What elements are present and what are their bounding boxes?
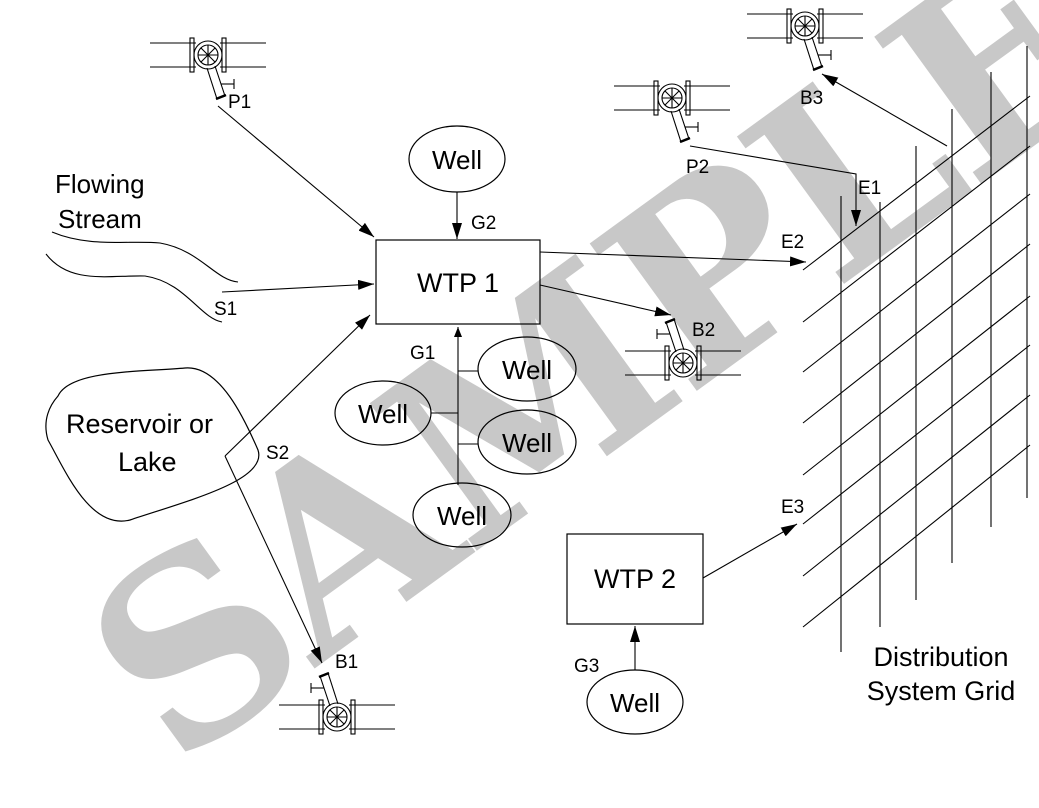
flowing-stream: Flowing Stream xyxy=(45,169,239,323)
flow-wtp1-to-e2 xyxy=(539,251,807,267)
well-label: Well xyxy=(432,145,482,175)
pump-p1 xyxy=(148,36,268,101)
label-b2: B2 xyxy=(692,320,715,341)
label-e1: E1 xyxy=(858,178,881,199)
label-e2: E2 xyxy=(781,232,804,253)
grid-label-line1: Distribution xyxy=(873,642,1008,672)
flow-p1-to-wtp1 xyxy=(217,105,375,238)
well-label: Well xyxy=(358,399,408,429)
flow-wtp2-to-e3 xyxy=(702,523,798,579)
flow-p2-to-e1 xyxy=(689,145,861,226)
well-label: Well xyxy=(610,688,660,718)
flow-grid-to-b3 xyxy=(821,73,948,147)
stream-label-line1: Flowing xyxy=(55,169,145,199)
flow-s1-to-wtp1 xyxy=(221,279,375,293)
grid-diagonal-line xyxy=(802,394,1031,577)
label-b1: B1 xyxy=(335,652,358,673)
well-g2: Well xyxy=(408,125,506,193)
well-label: Well xyxy=(437,501,487,531)
g1-collector xyxy=(431,327,478,485)
well-g1-b: Well xyxy=(334,380,432,446)
stream-label-line2: Stream xyxy=(58,204,142,234)
wtp1-box: WTP 1 xyxy=(375,239,541,325)
grid-label-line2: System Grid xyxy=(867,676,1016,706)
label-s2: S2 xyxy=(266,443,289,464)
well-g1-c: Well xyxy=(477,409,577,475)
label-g2: G2 xyxy=(471,213,496,234)
flow-wtp1-to-b2 xyxy=(539,284,672,317)
reservoir-label-line2: Lake xyxy=(118,447,177,477)
grid-diagonal-line xyxy=(802,95,1031,271)
reservoir-or-lake: Reservoir or Lake xyxy=(45,367,260,522)
label-p2: P2 xyxy=(686,157,709,178)
wtp1-label: WTP 1 xyxy=(417,268,499,298)
reservoir-label-line1: Reservoir or xyxy=(66,409,213,439)
flow-s2-to-wtp1 xyxy=(224,314,371,457)
label-b3: B3 xyxy=(800,88,823,109)
well-g1-a: Well xyxy=(477,336,577,402)
distribution-grid xyxy=(802,46,1031,652)
wtp2-label: WTP 2 xyxy=(594,564,676,594)
label-g3: G3 xyxy=(574,656,599,677)
label-g1: G1 xyxy=(410,343,435,364)
well-g3: Well xyxy=(586,669,684,735)
well-g1-d: Well xyxy=(412,482,512,548)
label-p1: P1 xyxy=(228,92,251,113)
flow-s2-to-b1 xyxy=(224,455,323,664)
grid-diagonal-line xyxy=(802,444,1031,628)
grid-diagonal-line xyxy=(802,243,1031,424)
grid-diagonal-line xyxy=(802,344,1031,525)
grid-diagonal-line xyxy=(802,145,1031,323)
wtp2-box: WTP 2 xyxy=(566,533,704,625)
grid-diagonal-line xyxy=(802,295,1031,476)
label-e3: E3 xyxy=(781,497,804,518)
label-s1: S1 xyxy=(214,299,237,320)
grid-diagonal-line xyxy=(802,193,1031,373)
well-label: Well xyxy=(502,355,552,385)
well-label: Well xyxy=(502,428,552,458)
